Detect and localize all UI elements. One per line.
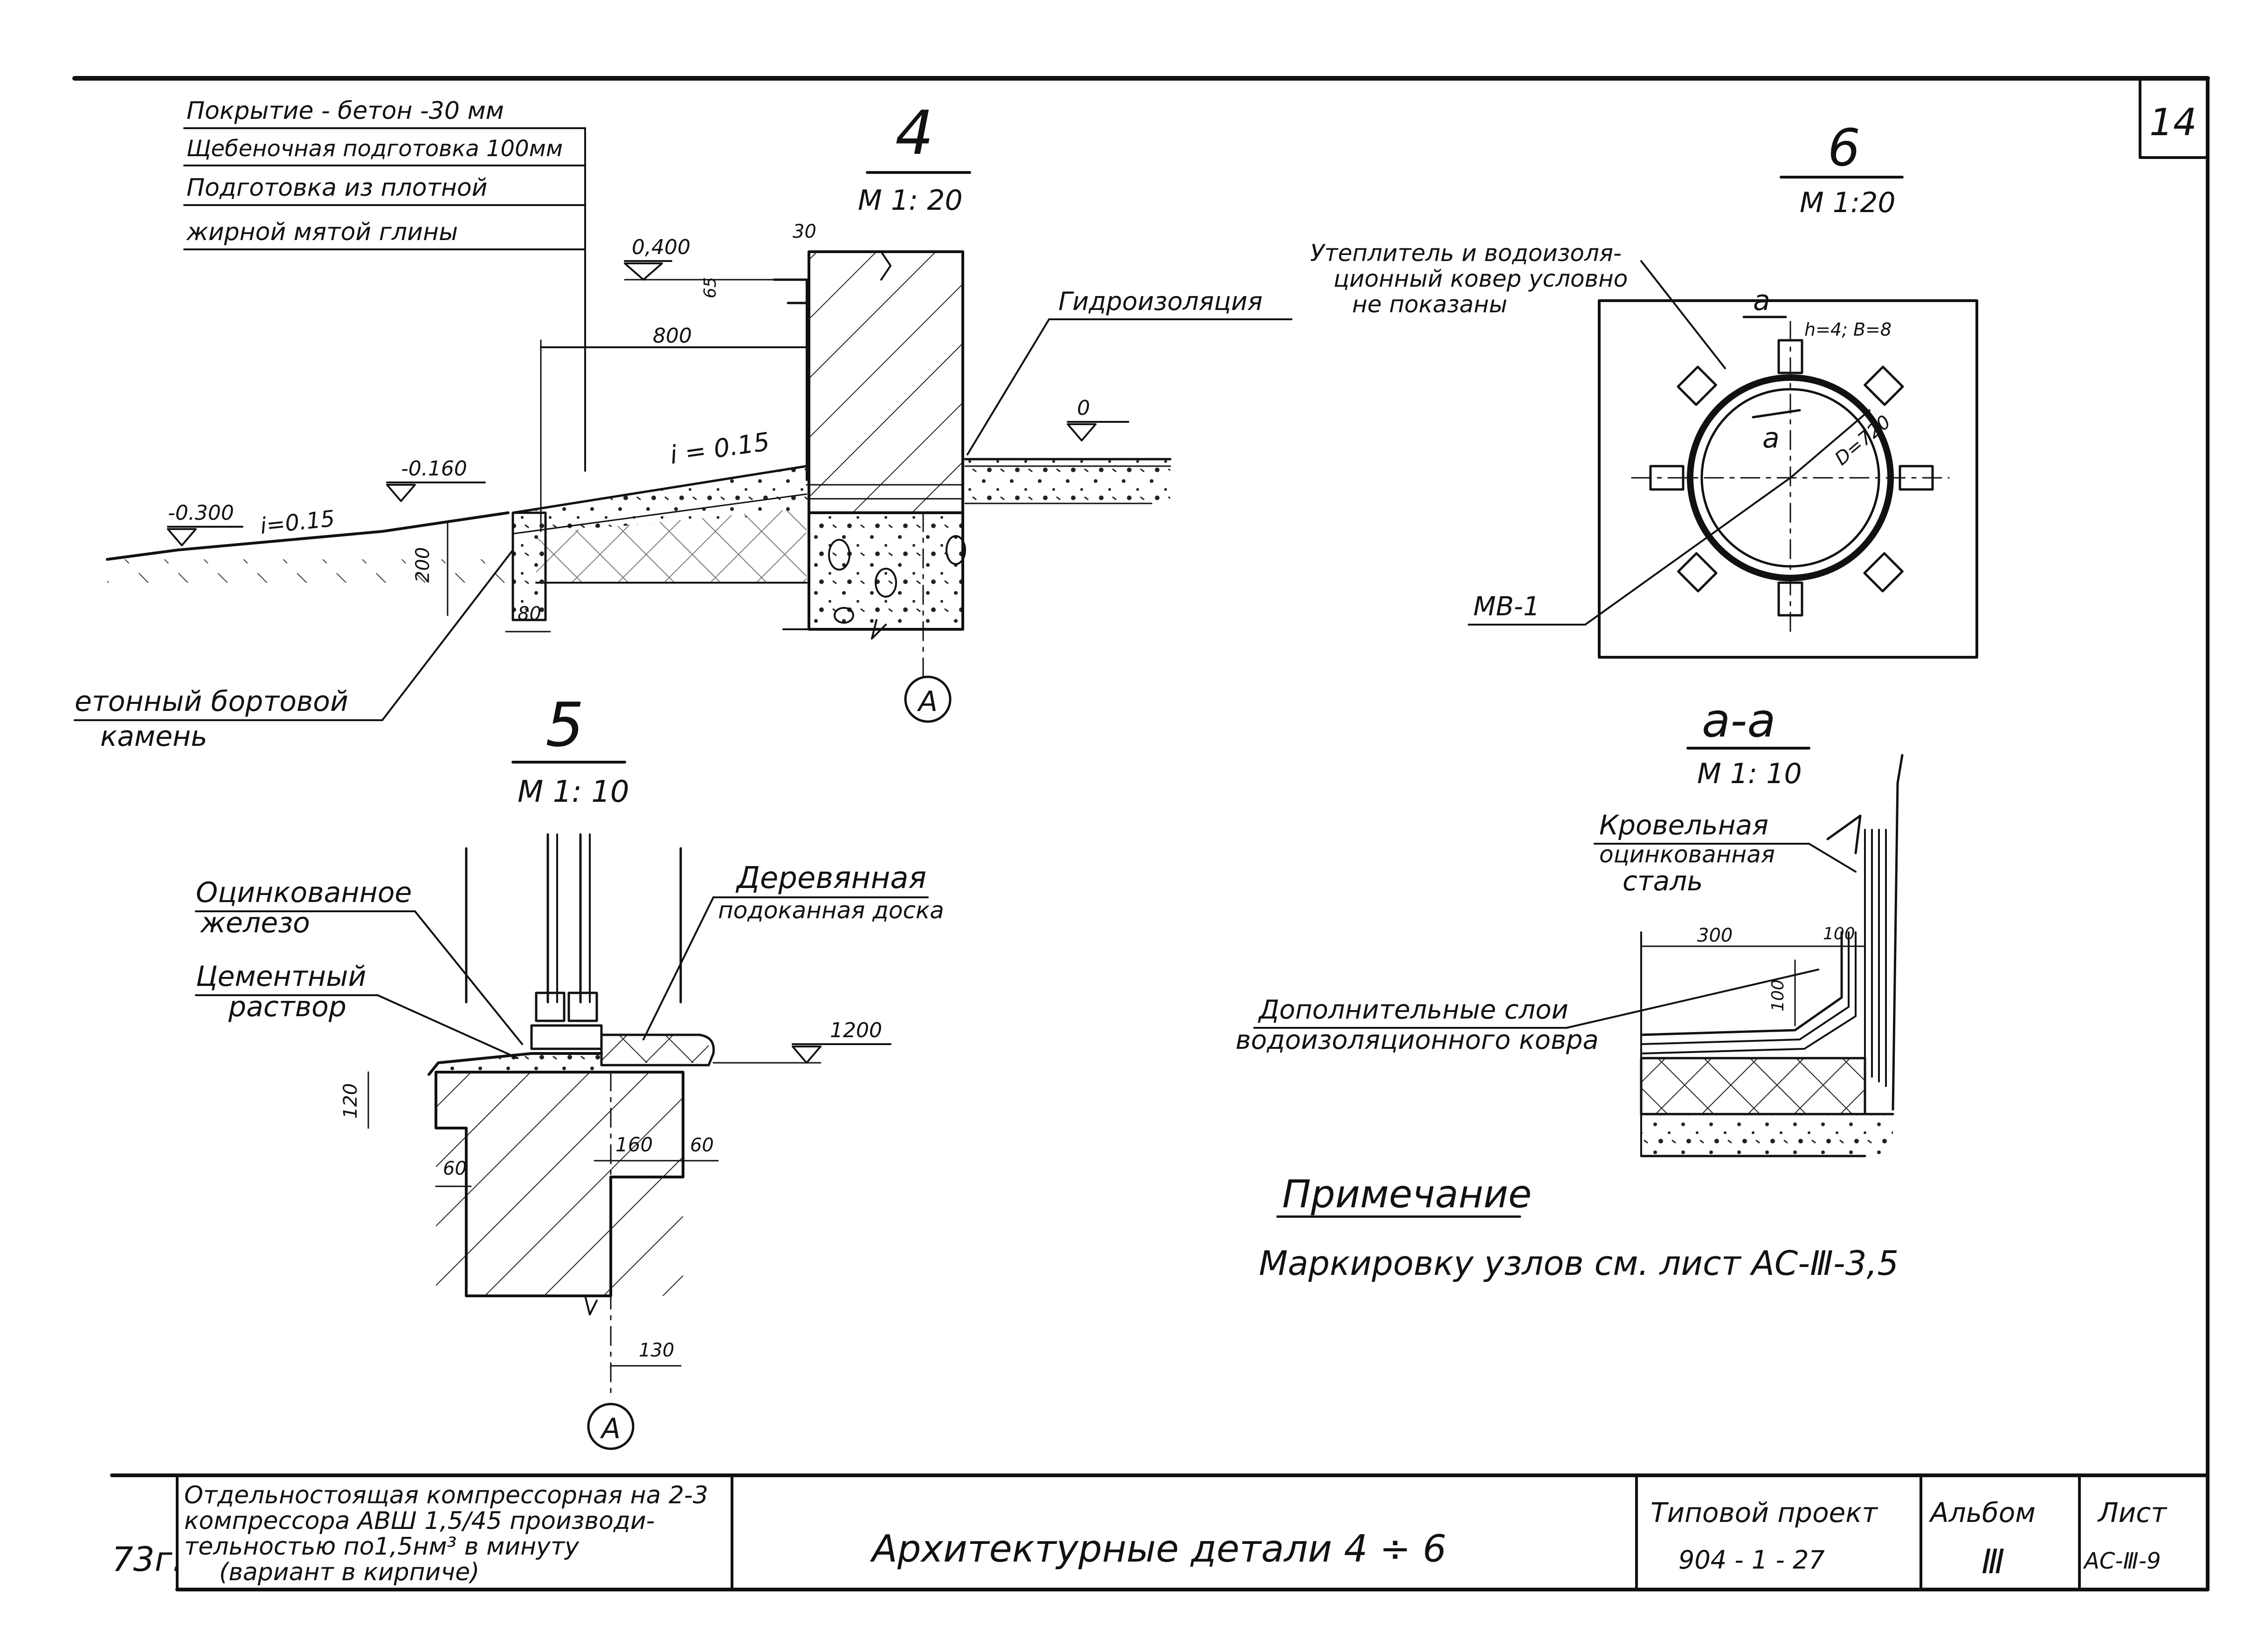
- dim-200: 200: [412, 547, 434, 583]
- detail-4-scale: М 1: 20: [858, 184, 963, 217]
- waterproofing-label: Гидроизоляция: [1058, 287, 1263, 316]
- bolt-spec: h=4; B=8: [1804, 319, 1892, 340]
- dim-800: 800: [653, 324, 692, 348]
- drawing-title: Архитектурные детали 4 ÷ 6: [870, 1527, 1446, 1570]
- steel-label-1: Кровельная: [1599, 809, 1768, 841]
- project-desc-4: (вариант в кирпиче): [219, 1558, 479, 1586]
- dim-130: 130: [639, 1340, 674, 1361]
- dim-60-left: 60: [443, 1158, 467, 1179]
- aa-dim-300: 300: [1697, 925, 1733, 946]
- dim-65: 65: [701, 277, 720, 298]
- layer-label-4: жирной мятой глины: [186, 218, 458, 246]
- axis-a-detail5: А: [600, 1412, 621, 1445]
- detail-4-layer-callouts: Покрытие - бетон -30 мм Щебеночная подго…: [183, 97, 586, 472]
- detail-5-label: 5: [546, 689, 584, 760]
- mark-0160: -0.160: [401, 457, 467, 481]
- layer-label-1: Покрытие - бетон -30 мм: [186, 97, 504, 125]
- detail-4-label: 4: [895, 97, 934, 168]
- year: 73г.: [112, 1540, 183, 1579]
- board-label-2: подоканная доска: [718, 897, 944, 924]
- insulation-note-2: ционный ковер условно: [1333, 265, 1628, 292]
- curb-label-1: етонный бортовой: [75, 685, 348, 718]
- steel-label-2: оцинкованная: [1599, 841, 1775, 868]
- insulation-note-3: не показаны: [1352, 291, 1507, 318]
- title-block: 73г. Отдельностоящая компрессорная на 2-…: [110, 1473, 2210, 1591]
- item-mv1: МВ-1: [1473, 592, 1540, 622]
- dim-160: 160: [615, 1133, 653, 1156]
- sheet-label: Лист: [2097, 1497, 2168, 1528]
- layer-label-2: Щебеночная подготовка 100мм: [186, 136, 563, 162]
- detail-6: 6 М 1:20 Утеплитель и водоизоля- ционный…: [1310, 118, 1978, 659]
- slope-main: i = 0.15: [668, 427, 772, 470]
- dim-60-right: 60: [690, 1135, 714, 1156]
- project-desc-2: компрессора АВШ 1,5/45 производи-: [184, 1507, 655, 1535]
- axis-a-detail4: А: [917, 685, 938, 718]
- layers-label-1: Дополнительные слои: [1257, 995, 1568, 1025]
- section-a-a: а-а М 1: 10 Кровельная оцинкованная стал…: [1236, 693, 1904, 1157]
- board-label-1: Деревянная: [735, 861, 926, 895]
- detail-6-scale: М 1:20: [1800, 186, 1896, 219]
- mark-zero: 0: [1077, 396, 1090, 420]
- section-aa-scale: М 1: 10: [1697, 757, 1802, 790]
- mortar-label-1: Цементный: [196, 960, 366, 993]
- sheet-number: 14: [2149, 101, 2197, 144]
- sheet-code: АС-Ⅲ-9: [2083, 1548, 2161, 1574]
- note-title: Примечание: [1282, 1172, 1532, 1217]
- curb-label-2: камень: [100, 720, 207, 753]
- detail-6-label: 6: [1828, 118, 1860, 178]
- section-aa-label: а-а: [1702, 693, 1776, 748]
- detail-5-scale: М 1: 10: [518, 775, 629, 809]
- section-mark-a-top: а: [1753, 284, 1770, 317]
- project-desc-1: Отдельностоящая компрессорная на 2-3: [184, 1481, 708, 1509]
- section-mark-a-inner: а: [1762, 422, 1780, 454]
- detail-4: 4 М 1: 20 Покрытие - бетон -30 мм Щебено…: [74, 97, 1292, 753]
- mark-1200: 1200: [830, 1019, 882, 1042]
- project-number: 904 - 1 - 27: [1678, 1545, 1825, 1575]
- note-block: Примечание Маркировку узлов см. лист АС-…: [1259, 1172, 1899, 1283]
- insulation-note-1: Утеплитель и водоизоля-: [1310, 240, 1622, 267]
- note-text: Маркировку узлов см. лист АС-Ⅲ-3,5: [1259, 1244, 1899, 1283]
- detail-5: 5 М 1: 10 Оцинкованное железо Цементный …: [195, 689, 944, 1450]
- aa-dim-100-top: 100: [1823, 924, 1855, 943]
- album-number: Ⅲ: [1982, 1542, 2005, 1581]
- dim-80: 80: [518, 603, 541, 625]
- dim-120: 120: [340, 1083, 361, 1119]
- album-label: Альбом: [1928, 1497, 2036, 1528]
- project-label: Типовой проект: [1650, 1497, 1878, 1528]
- anchor-bolts: [1649, 339, 1934, 617]
- steel-label-3: сталь: [1623, 865, 1703, 897]
- layers-label-2: водоизоляционного ковра: [1236, 1025, 1599, 1055]
- mark-0300: -0.300: [168, 501, 234, 525]
- mark-0400: 0,400: [632, 235, 691, 259]
- aa-dim-100-side: 100: [1768, 979, 1788, 1012]
- sheet-frame: [72, 76, 2210, 1591]
- galvanized-label-1: Оцинкованное: [196, 876, 412, 909]
- project-desc-3: тельностью по1,5нм³ в минуту: [184, 1533, 580, 1561]
- elevation-marks: 0,400 -0.160 -0.300 0: [167, 235, 1129, 546]
- dim-30: 30: [793, 221, 816, 242]
- slope-curb: i=0.15: [259, 505, 336, 539]
- layer-label-3: Подготовка из плотной: [186, 174, 487, 202]
